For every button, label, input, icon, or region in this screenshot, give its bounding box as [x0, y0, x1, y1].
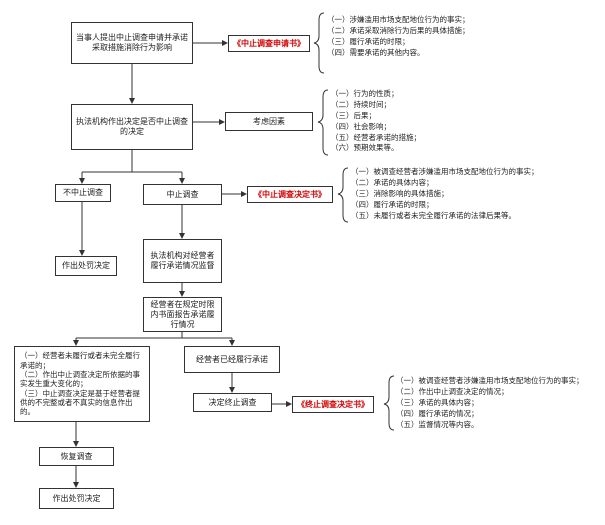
terminate-decision-doc: 《终止调查决定书》: [292, 396, 374, 413]
terminate-decision-list-item: （一）被调查经营者涉嫌滥用市场支配地位行为的事实；: [396, 376, 584, 385]
factors-list-item: （二）持续时间；: [331, 99, 391, 109]
application-list-item: （二）承诺采取消除行为后果的具体措施；: [327, 25, 470, 35]
factors-list-item: （一）行为的性质；: [331, 89, 399, 98]
application-list-item: （三）履行承诺的时限；: [327, 36, 410, 46]
application-list: （一）涉嫌滥用市场支配地位行为的事实； （二）承诺采取消除行为后果的具体措施； …: [327, 15, 470, 59]
application-doc: 《中止调查申请书》: [228, 35, 310, 52]
terminate-decision-list-item: （二）作出中止调查决定的情况；: [396, 386, 509, 396]
terminate-box: 决定终止调查: [193, 393, 272, 412]
supervise-box: 执法机构对经营者履行承诺情况监督: [143, 239, 222, 283]
suspend-decision-list-item: （一）被调查经营者涉嫌滥用市场支配地位行为的事实；: [351, 167, 539, 176]
suspend-decision-doc: 《中止调查决定书》: [247, 186, 333, 203]
no-suspend-box: 不中止调查: [55, 184, 111, 202]
apply-box: 当事人提出中止调查申请并承诺采取措施消除行为影响: [71, 22, 193, 64]
fulfilled-box: 经营者已经履行承诺: [184, 346, 280, 373]
factors-box: 考虑因素: [225, 112, 313, 131]
decide-box: 执法机构作出决定是否中止调查的决定: [71, 104, 193, 150]
suspend-decision-list-item: （五）未履行或者未完全履行承诺的法律后果等。: [351, 210, 516, 220]
terminate-decision-list-item: （四）履行承诺的情况；: [396, 408, 479, 418]
factors-list-item: （五）经营者承诺的措施；: [331, 132, 421, 142]
factors-list-item: （六）预期效果等。: [331, 143, 399, 153]
penalty-box-2: 作出处罚决定: [39, 488, 114, 509]
factors-list-item: （三）后果；: [331, 110, 376, 120]
application-list-item: （一）涉嫌滥用市场支配地位行为的事实；: [327, 15, 470, 24]
suspend-box: 中止调查: [143, 184, 222, 205]
terminate-decision-list-item: （五）监督情况等内容。: [396, 419, 479, 429]
suspend-decision-list-item: （三）消除影响的具体措施；: [351, 188, 449, 198]
terminate-decision-list-item: （三）承诺的具体内容；: [396, 397, 479, 407]
report-box: 经营者在规定时限内书面报告承诺履行情况: [143, 297, 222, 332]
suspend-decision-list-item: （二）承诺的具体内容；: [351, 177, 434, 187]
suspend-decision-list: （一）被调查经营者涉嫌滥用市场支配地位行为的事实； （二）承诺的具体内容； （三…: [351, 167, 539, 221]
factors-list: （一）行为的性质； （二）持续时间； （三）后果； （四）社会影响； （五）经营…: [331, 89, 421, 154]
resume-box: 恢复调查: [39, 447, 114, 466]
application-list-item: （四）需要承诺的其他内容。: [327, 47, 425, 57]
terminate-decision-list: （一）被调查经营者涉嫌滥用市场支配地位行为的事实； （二）作出中止调查决定的情况…: [396, 376, 584, 430]
factors-list-item: （四）社会影响；: [331, 121, 391, 131]
not-fulfilled-box: （一）经营者未履行或者未完全履行承诺的； （二）作出中止调查决定所依据的事实发生…: [14, 346, 150, 422]
penalty-box-1: 作出处罚决定: [55, 256, 117, 276]
suspend-decision-list-item: （四）履行承诺的时限；: [351, 199, 434, 209]
